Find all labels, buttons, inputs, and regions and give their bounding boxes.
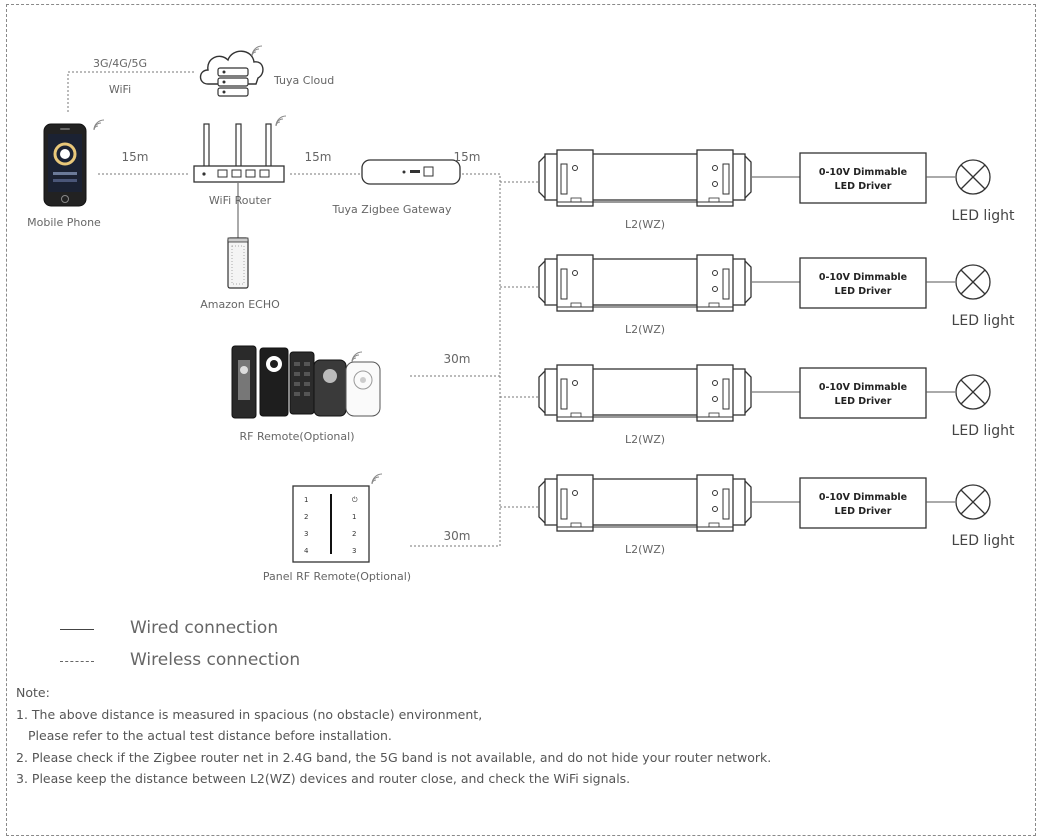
- distance-phone-router: 15m: [122, 150, 149, 164]
- controller-label: L2(WZ): [625, 433, 665, 446]
- panel-keys-right: ⏻ 1 2 3: [352, 496, 358, 555]
- wireless-line-sample: [60, 661, 94, 662]
- driver-label-line2: LED Driver: [835, 181, 892, 192]
- panel-key: 3: [352, 547, 356, 555]
- led-light-label: LED light: [952, 208, 1015, 224]
- panel-key: 2: [304, 513, 308, 521]
- panel-key: 4: [304, 547, 309, 555]
- driver-box: [799, 477, 927, 529]
- driver-label-line2: LED Driver: [835, 286, 892, 297]
- legend-wireless-label: Wireless connection: [130, 650, 301, 670]
- controller-icon: [538, 364, 752, 422]
- wifi-signal-icon: [275, 115, 287, 127]
- remote-icon: [231, 345, 381, 419]
- notes: Note: 1. The above distance is measured …: [16, 682, 771, 790]
- controller-label: L2(WZ): [625, 543, 665, 556]
- note-item: 2. Please check if the Zigbee router net…: [16, 749, 772, 765]
- note-item: 1. The above distance is measured in spa…: [16, 706, 483, 722]
- driver-label-line1: 0-10V Dimmable: [819, 272, 907, 283]
- bulb-icon: [955, 159, 991, 195]
- wifi-signal-icon: [93, 119, 105, 131]
- driver-label-line1: 0-10V Dimmable: [819, 492, 907, 503]
- driver-label-line1: 0-10V Dimmable: [819, 382, 907, 393]
- panel-key: ⏻: [352, 496, 358, 504]
- led-light-label: LED light: [952, 533, 1015, 549]
- gateway-icon: [361, 159, 461, 185]
- diagram-frame: [6, 4, 1036, 836]
- panel-remote-icon: [292, 485, 370, 563]
- bulb-icon: [955, 264, 991, 300]
- tuya-cloud-label: Tuya Cloud: [273, 74, 334, 87]
- wireless-links: [67, 71, 538, 547]
- amazon-echo-label: Amazon ECHO: [200, 298, 280, 311]
- wired-line-sample: [60, 629, 94, 630]
- wifi-signal-icon: [371, 473, 383, 485]
- rf-remote-label: RF Remote(Optional): [239, 430, 354, 443]
- distance-rf-remote: 30m: [444, 352, 471, 366]
- distance-router-gateway: 15m: [305, 150, 332, 164]
- note-item: 3. Please keep the distance between L2(W…: [16, 771, 631, 786]
- led-light-label: LED light: [952, 423, 1015, 439]
- router-icon: [193, 123, 285, 183]
- mobile-phone-label: Mobile Phone: [27, 216, 101, 229]
- wifi-router-label: WiFi Router: [209, 194, 272, 207]
- notes-title: Note:: [16, 685, 50, 700]
- echo-icon: [227, 237, 249, 289]
- driver-box: [799, 257, 927, 309]
- cloud-icon: [199, 50, 264, 97]
- driver-box: [799, 367, 927, 419]
- distance-gateway-bus: 15m: [454, 150, 481, 164]
- controller-icon: [538, 254, 752, 312]
- panel-keys-left: 1 2 3 4: [304, 496, 309, 555]
- gateway-label: Tuya Zigbee Gateway: [332, 203, 452, 216]
- panel-key: 1: [352, 513, 356, 521]
- controller-icon: [538, 474, 752, 532]
- driver-label-line1: 0-10V Dimmable: [819, 167, 907, 178]
- led-light-label: LED light: [952, 313, 1015, 329]
- panel-remote-label: Panel RF Remote(Optional): [263, 570, 411, 583]
- network-label-line2: WiFi: [109, 83, 131, 96]
- wifi-signal-icon: [351, 351, 363, 363]
- distance-panel-remote: 30m: [444, 529, 471, 543]
- note-item: Please refer to the actual test distance…: [28, 728, 392, 743]
- driver-label-line2: LED Driver: [835, 396, 892, 407]
- controller-icon: [538, 149, 752, 207]
- controller-label: L2(WZ): [625, 218, 665, 231]
- panel-key: 2: [352, 530, 356, 538]
- driver-box: [799, 152, 927, 204]
- panel-key: 3: [304, 530, 308, 538]
- bulb-icon: [955, 484, 991, 520]
- driver-label-line2: LED Driver: [835, 506, 892, 517]
- wifi-signal-icon: [251, 45, 263, 57]
- network-label-line1: 3G/4G/5G: [93, 57, 147, 70]
- legend-wired-label: Wired connection: [130, 618, 279, 638]
- bulb-icon: [955, 374, 991, 410]
- panel-key: 1: [304, 496, 308, 504]
- controller-label: L2(WZ): [625, 323, 665, 336]
- phone-icon: [43, 123, 87, 207]
